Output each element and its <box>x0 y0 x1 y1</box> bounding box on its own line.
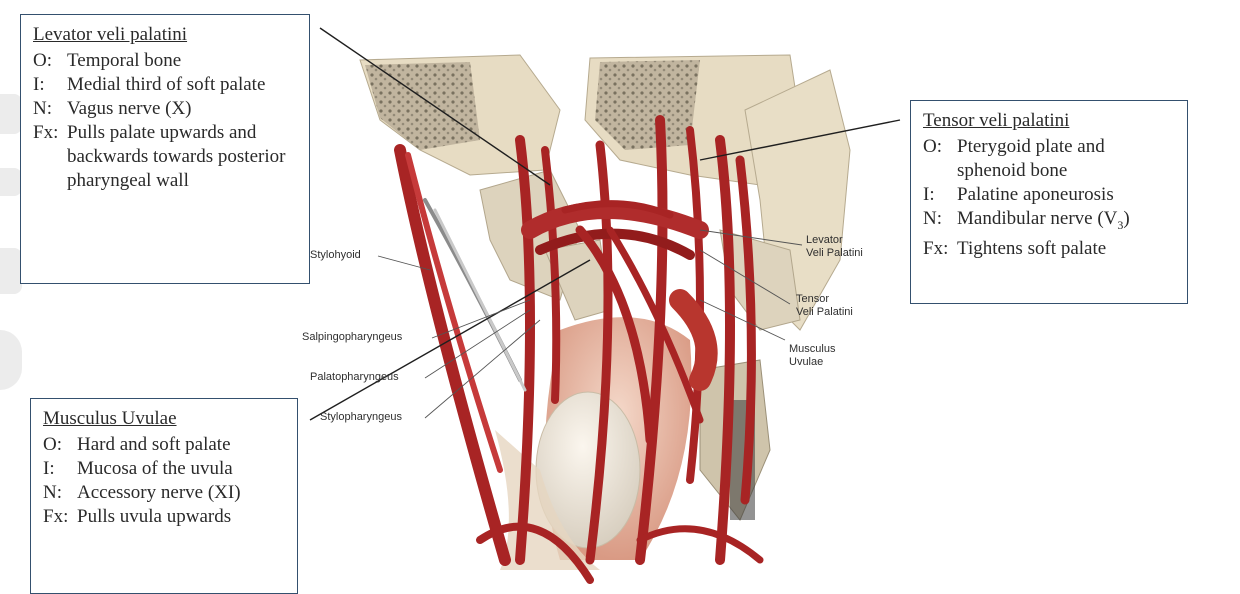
row-value: Mucosa of the uvula <box>77 457 285 481</box>
label-palatopharyngeus: Palatopharyngeus <box>310 371 399 384</box>
nerve-text: Mandibular nerve (V <box>957 208 1117 229</box>
label-musculus-uvulae: Musculus Uvulae <box>789 343 835 369</box>
label-stylopharyngeus: Stylopharyngeus <box>320 411 402 424</box>
label-tensor-line2: Veli Palatini <box>796 306 853 319</box>
row-key: I: <box>33 73 67 97</box>
row-value: Pulls palate upwards and backwards towar… <box>67 121 297 193</box>
tensor-info-box: Tensor veli palatini O: Pterygoid plate … <box>910 100 1188 304</box>
row-key: N: <box>923 207 957 237</box>
levator-function-row: Fx: Pulls palate upwards and backwards t… <box>33 121 297 193</box>
row-key: I: <box>923 183 957 207</box>
tensor-nerve-row: N: Mandibular nerve (V3) <box>923 207 1175 237</box>
label-levator-veli-palatini: Levator Veli Palatini <box>806 234 863 260</box>
tensor-function-row: Fx: Tightens soft palate <box>923 237 1175 261</box>
nerve-close: ) <box>1123 208 1129 229</box>
levator-insertion-row: I: Medial third of soft palate <box>33 73 297 97</box>
row-value: Vagus nerve (X) <box>67 97 297 121</box>
levator-origin-row: O: Temporal bone <box>33 49 297 73</box>
row-key: O: <box>43 433 77 457</box>
label-tensor-line1: Tensor <box>796 293 853 306</box>
label-levator-line1: Levator <box>806 234 863 247</box>
uvulae-info-box: Musculus Uvulae O: Hard and soft palate … <box>30 398 298 594</box>
row-key: Fx: <box>923 237 957 261</box>
row-key: O: <box>923 135 957 183</box>
row-key: Fx: <box>43 505 77 529</box>
row-value: Palatine aponeurosis <box>957 183 1175 207</box>
label-tensor-veli-palatini: Tensor Veli Palatini <box>796 293 853 319</box>
row-value: Accessory nerve (XI) <box>77 481 285 505</box>
row-key: O: <box>33 49 67 73</box>
row-value: Medial third of soft palate <box>67 73 297 97</box>
row-key: N: <box>33 97 67 121</box>
label-levator-line2: Veli Palatini <box>806 247 863 260</box>
row-value: Pterygoid plate and sphenoid bone <box>957 135 1175 183</box>
row-key: N: <box>43 481 77 505</box>
levator-box-title: Levator veli palatini <box>33 23 297 47</box>
row-value: Pulls uvula upwards <box>77 505 285 529</box>
uvulae-origin-row: O: Hard and soft palate <box>43 433 285 457</box>
levator-info-box: Levator veli palatini O: Temporal bone I… <box>20 14 310 284</box>
uvulae-insertion-row: I: Mucosa of the uvula <box>43 457 285 481</box>
label-uvulae-line2: Uvulae <box>789 356 835 369</box>
row-key: I: <box>43 457 77 481</box>
uvulae-box-title: Musculus Uvulae <box>43 407 285 431</box>
row-value: Temporal bone <box>67 49 297 73</box>
uvulae-nerve-row: N: Accessory nerve (XI) <box>43 481 285 505</box>
label-stylohyoid: Stylohyoid <box>310 249 361 262</box>
row-value: Mandibular nerve (V3) <box>957 207 1175 237</box>
levator-nerve-row: N: Vagus nerve (X) <box>33 97 297 121</box>
label-salpingopharyngeus: Salpingopharyngeus <box>302 331 402 344</box>
row-value: Tightens soft palate <box>957 237 1175 261</box>
tensor-origin-row: O: Pterygoid plate and sphenoid bone <box>923 135 1175 183</box>
tensor-insertion-row: I: Palatine aponeurosis <box>923 183 1175 207</box>
tensor-box-title: Tensor veli palatini <box>923 109 1175 133</box>
row-value: Hard and soft palate <box>77 433 285 457</box>
label-uvulae-line1: Musculus <box>789 343 835 356</box>
uvulae-function-row: Fx: Pulls uvula upwards <box>43 505 285 529</box>
row-key: Fx: <box>33 121 67 193</box>
